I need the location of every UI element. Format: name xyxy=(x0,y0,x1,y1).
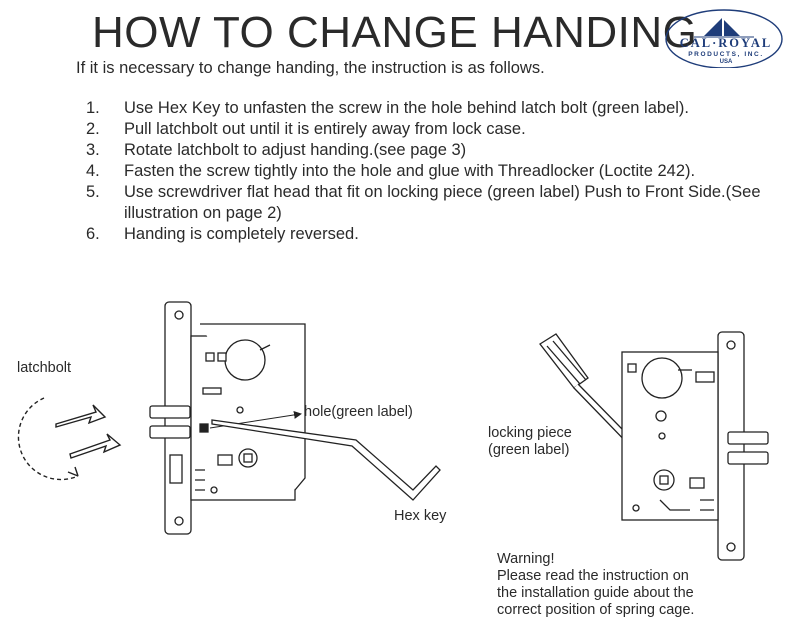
step-item: 4.Fasten the screw tightly into the hole… xyxy=(86,162,696,180)
warning-title: Warning! xyxy=(497,551,555,567)
step-item: 2.Pull latchbolt out until it is entirel… xyxy=(86,120,526,138)
hole-label: hole(green label) xyxy=(304,404,413,420)
logo-brand: CAL·ROYAL xyxy=(679,36,773,50)
step-item: 6.Handing is completely reversed. xyxy=(86,225,359,243)
step-item: 3.Rotate latchbolt to adjust handing.(se… xyxy=(86,141,467,159)
logo-country: USA xyxy=(719,59,733,65)
mortise-lock-right xyxy=(621,331,769,561)
mortise-lock-left xyxy=(149,301,306,535)
intro-text: If it is necessary to change handing, th… xyxy=(76,59,545,77)
step-item: 1.Use Hex Key to unfasten the screw in t… xyxy=(86,99,689,117)
locking-piece-label: locking piece xyxy=(488,425,572,441)
hex-key-icon xyxy=(211,419,441,501)
instruction-list: 1.Use Hex Key to unfasten the screw in t… xyxy=(86,98,804,245)
locking-piece-sub-label: (green label) xyxy=(488,442,570,458)
warning-line: Please read the instruction on xyxy=(497,568,689,584)
hex-key-label: Hex key xyxy=(394,508,447,524)
cal-royal-logo xyxy=(665,9,783,68)
warning-line: the installation guide about the xyxy=(497,585,694,601)
rotation-arrow-icon xyxy=(17,397,122,481)
warning-line: correct position of spring cage. xyxy=(497,602,695,618)
latchbolt-label: latchbolt xyxy=(17,360,72,376)
logo-sub: PRODUCTS, INC. xyxy=(688,51,764,58)
step-item: 5.Use screwdriver flat head that fit on … xyxy=(86,183,761,222)
page-title: HOW TO CHANGE HANDING xyxy=(92,8,698,57)
